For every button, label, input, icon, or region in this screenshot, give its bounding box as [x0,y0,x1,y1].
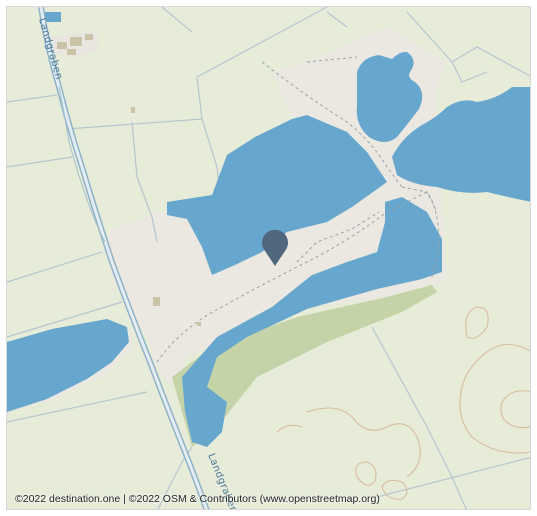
footpaths [156,56,440,363]
lake-north [167,115,387,275]
water-bodies [7,12,530,447]
lake-northeast [356,51,423,143]
map-canvas[interactable]: Landgraben Landgraben ©2022 destination.… [6,6,531,510]
contour-lines [276,306,530,500]
lake-east [392,87,530,202]
map-attribution[interactable]: ©2022 destination.one | ©2022 OSM & Cont… [15,493,380,505]
buildings [57,34,201,326]
lake-west [7,319,129,412]
lake-south [182,197,442,447]
small-pond [43,12,61,22]
location-pin-icon[interactable] [260,229,290,267]
map-svg: Landgraben Landgraben [7,7,530,509]
location-pin-svg [262,229,288,266]
road-landgraben [38,7,210,509]
